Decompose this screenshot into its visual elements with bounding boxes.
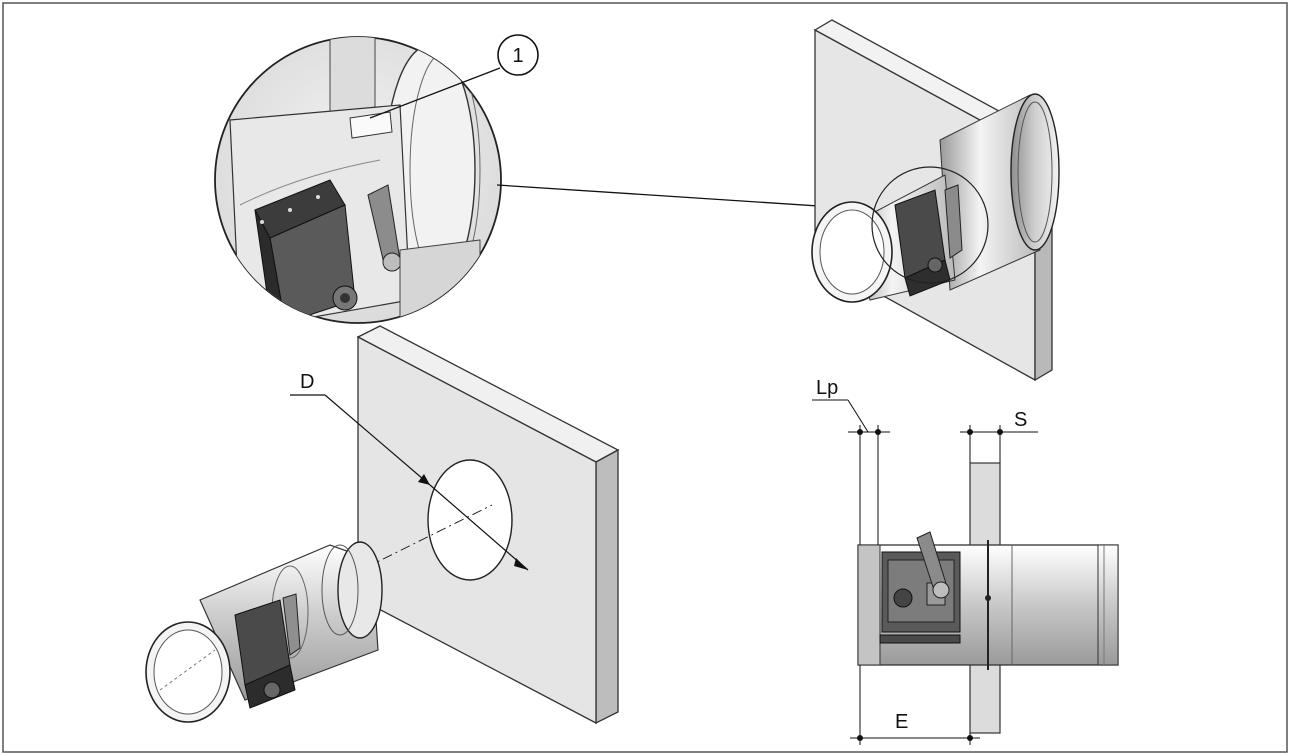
side-view-dimensions: Lp S E bbox=[812, 377, 1119, 745]
label-lp: Lp bbox=[816, 377, 838, 399]
label-e: E bbox=[895, 711, 908, 733]
label-d: D bbox=[300, 371, 314, 393]
bottom-left-opening-view: D bbox=[145, 325, 620, 725]
label-s: S bbox=[1014, 409, 1027, 431]
callout-1: 1 bbox=[497, 34, 539, 76]
top-right-installed-view bbox=[811, 19, 1060, 382]
callout-1-label: 1 bbox=[512, 45, 523, 67]
detail-magnifier bbox=[214, 36, 881, 324]
